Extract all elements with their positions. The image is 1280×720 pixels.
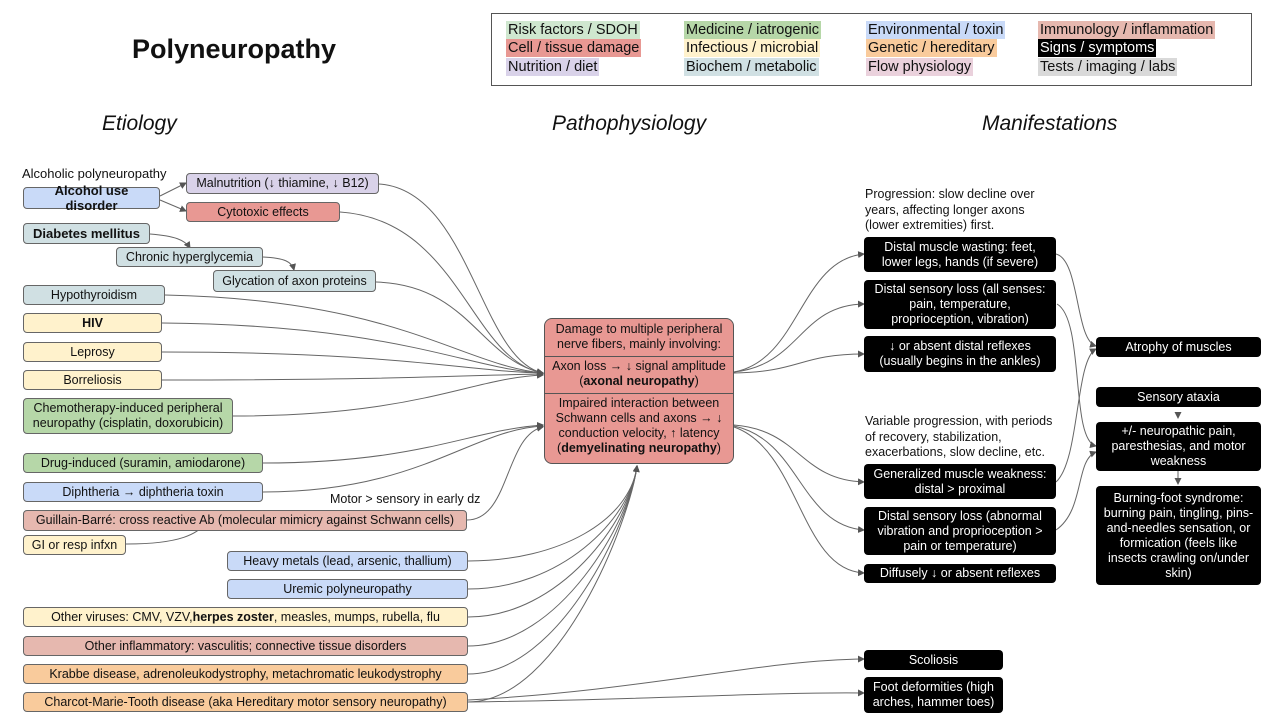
atrophy-of-muscles: Atrophy of muscles (1096, 337, 1261, 357)
divider-2 (545, 393, 733, 394)
alcoholic-label: Alcoholic polyneuropathy (22, 166, 167, 181)
cytotoxic-effects: Cytotoxic effects (186, 202, 340, 222)
chronic-hyperglycemia: Chronic hyperglycemia (116, 247, 263, 267)
scoliosis: Scoliosis (864, 650, 1003, 670)
demyelinating-neuropathy: Impaired interaction between Schwann cel… (545, 396, 733, 460)
heavy-metals: Heavy metals (lead, arsenic, thallium) (227, 551, 468, 571)
legend-medicine: Medicine / iatrogenic (684, 21, 821, 39)
demyelinating-text: Impaired interaction between Schwann cel… (555, 396, 723, 455)
demyelinating-bold: demyelinating neuropathy (561, 441, 717, 455)
charcot-marie-tooth: Charcot-Marie-Tooth disease (aka Heredit… (23, 692, 468, 712)
damage-text: Damage to multiple peripheral nerve fibe… (555, 322, 723, 351)
diphtheria: Diphtheria → diphtheria toxin (23, 482, 263, 502)
leprosy: Leprosy (23, 342, 162, 362)
legend-genetic: Genetic / hereditary (866, 39, 997, 57)
distal-muscle-wasting: Distal muscle wasting: feet, lower legs,… (864, 237, 1056, 272)
diffusely-absent-reflexes: Diffusely ↓ or absent reflexes (864, 564, 1056, 583)
other-viruses: Other viruses: CMV, VZV, herpes zoster, … (23, 607, 468, 627)
distal-sensory-loss: Distal sensory loss (all senses: pain, t… (864, 280, 1056, 329)
gi-resp-infection: GI or resp infxn (23, 535, 126, 555)
legend-tests: Tests / imaging / labs (1038, 58, 1178, 76)
page-title: Polyneuropathy (132, 34, 337, 64)
legend-risk-factors: Risk factors / SDOH (506, 21, 640, 39)
axonal-neuropathy: Axon loss → ↓ signal amplitude (axonal n… (545, 359, 733, 391)
other-viruses-text-2: , measles, mumps, rubella, flu (273, 609, 440, 624)
axonal-progression-note: Progression: slow decline over years, af… (865, 187, 1035, 232)
alcohol-use-disorder: Alcohol use disorder (23, 183, 160, 213)
demyelinating-progression-note: Variable progression, with periods of re… (865, 414, 1053, 459)
legend-cell-damage: Cell / tissue damage (506, 39, 642, 57)
legend-biochem: Biochem / metabolic (684, 58, 819, 76)
axonal-bold: axonal neuropathy (583, 374, 695, 388)
diabetes-mellitus: Diabetes mellitus (23, 223, 150, 244)
divider-1 (545, 356, 733, 357)
drug-induced: Drug-induced (suramin, amiodarone) (23, 453, 263, 473)
other-viruses-text-1: Other viruses: CMV, VZV, (51, 609, 193, 624)
legend-flow: Flow physiology (866, 58, 974, 76)
absent-distal-reflexes: ↓ or absent distal reflexes (usually beg… (864, 336, 1056, 372)
pathophysiology-box: Damage to multiple peripheral nerve fibe… (544, 318, 734, 464)
legend: Risk factors / SDOH Medicine / iatrogeni… (491, 13, 1252, 86)
hypothyroidism: Hypothyroidism (23, 285, 165, 305)
borreliosis: Borreliosis (23, 370, 162, 390)
krabbe-disease: Krabbe disease, adrenoleukodystrophy, me… (23, 664, 468, 684)
legend-environmental: Environmental / toxin (866, 21, 1006, 39)
hiv: HIV (23, 313, 162, 333)
chemotherapy-induced: Chemotherapy-induced peripheral neuropat… (23, 398, 233, 434)
neuropathic-pain: +/- neuropathic pain, paresthesias, and … (1096, 422, 1261, 471)
legend-immunology: Immunology / inflammation (1038, 21, 1216, 39)
other-inflammatory: Other inflammatory: vasculitis; connecti… (23, 636, 468, 656)
uremic-polyneuropathy: Uremic polyneuropathy (227, 579, 468, 599)
manifestations-heading: Manifestations (982, 112, 1118, 135)
legend-signs: Signs / symptoms (1038, 39, 1157, 57)
guillain-barre: Guillain-Barré: cross reactive Ab (molec… (23, 510, 467, 531)
burning-foot-syndrome: Burning-foot syndrome: burning pain, tin… (1096, 486, 1261, 585)
generalized-muscle-weakness: Generalized muscle weakness: distal > pr… (864, 464, 1056, 499)
foot-deformities: Foot deformities (high arches, hammer to… (864, 677, 1003, 713)
distal-sensory-loss-abnormal: Distal sensory loss (abnormal vibration … (864, 507, 1056, 555)
demyelinating-close: ) (716, 441, 721, 455)
other-viruses-bold: herpes zoster (192, 609, 274, 624)
glycation-axon-proteins: Glycation of axon proteins (213, 270, 376, 292)
legend-infectious: Infectious / microbial (684, 39, 821, 57)
malnutrition: Malnutrition (↓ thiamine, ↓ B12) (186, 173, 379, 194)
sensory-ataxia: Sensory ataxia (1096, 387, 1261, 407)
axonal-close: ) (694, 374, 699, 388)
etiology-heading: Etiology (102, 112, 177, 135)
legend-nutrition: Nutrition / diet (506, 58, 600, 76)
pathophysiology-heading: Pathophysiology (552, 112, 707, 135)
axonal-text: Axon loss → ↓ signal amplitude ( (552, 359, 726, 388)
motor-sensory-note: Motor > sensory in early dz (330, 492, 481, 506)
